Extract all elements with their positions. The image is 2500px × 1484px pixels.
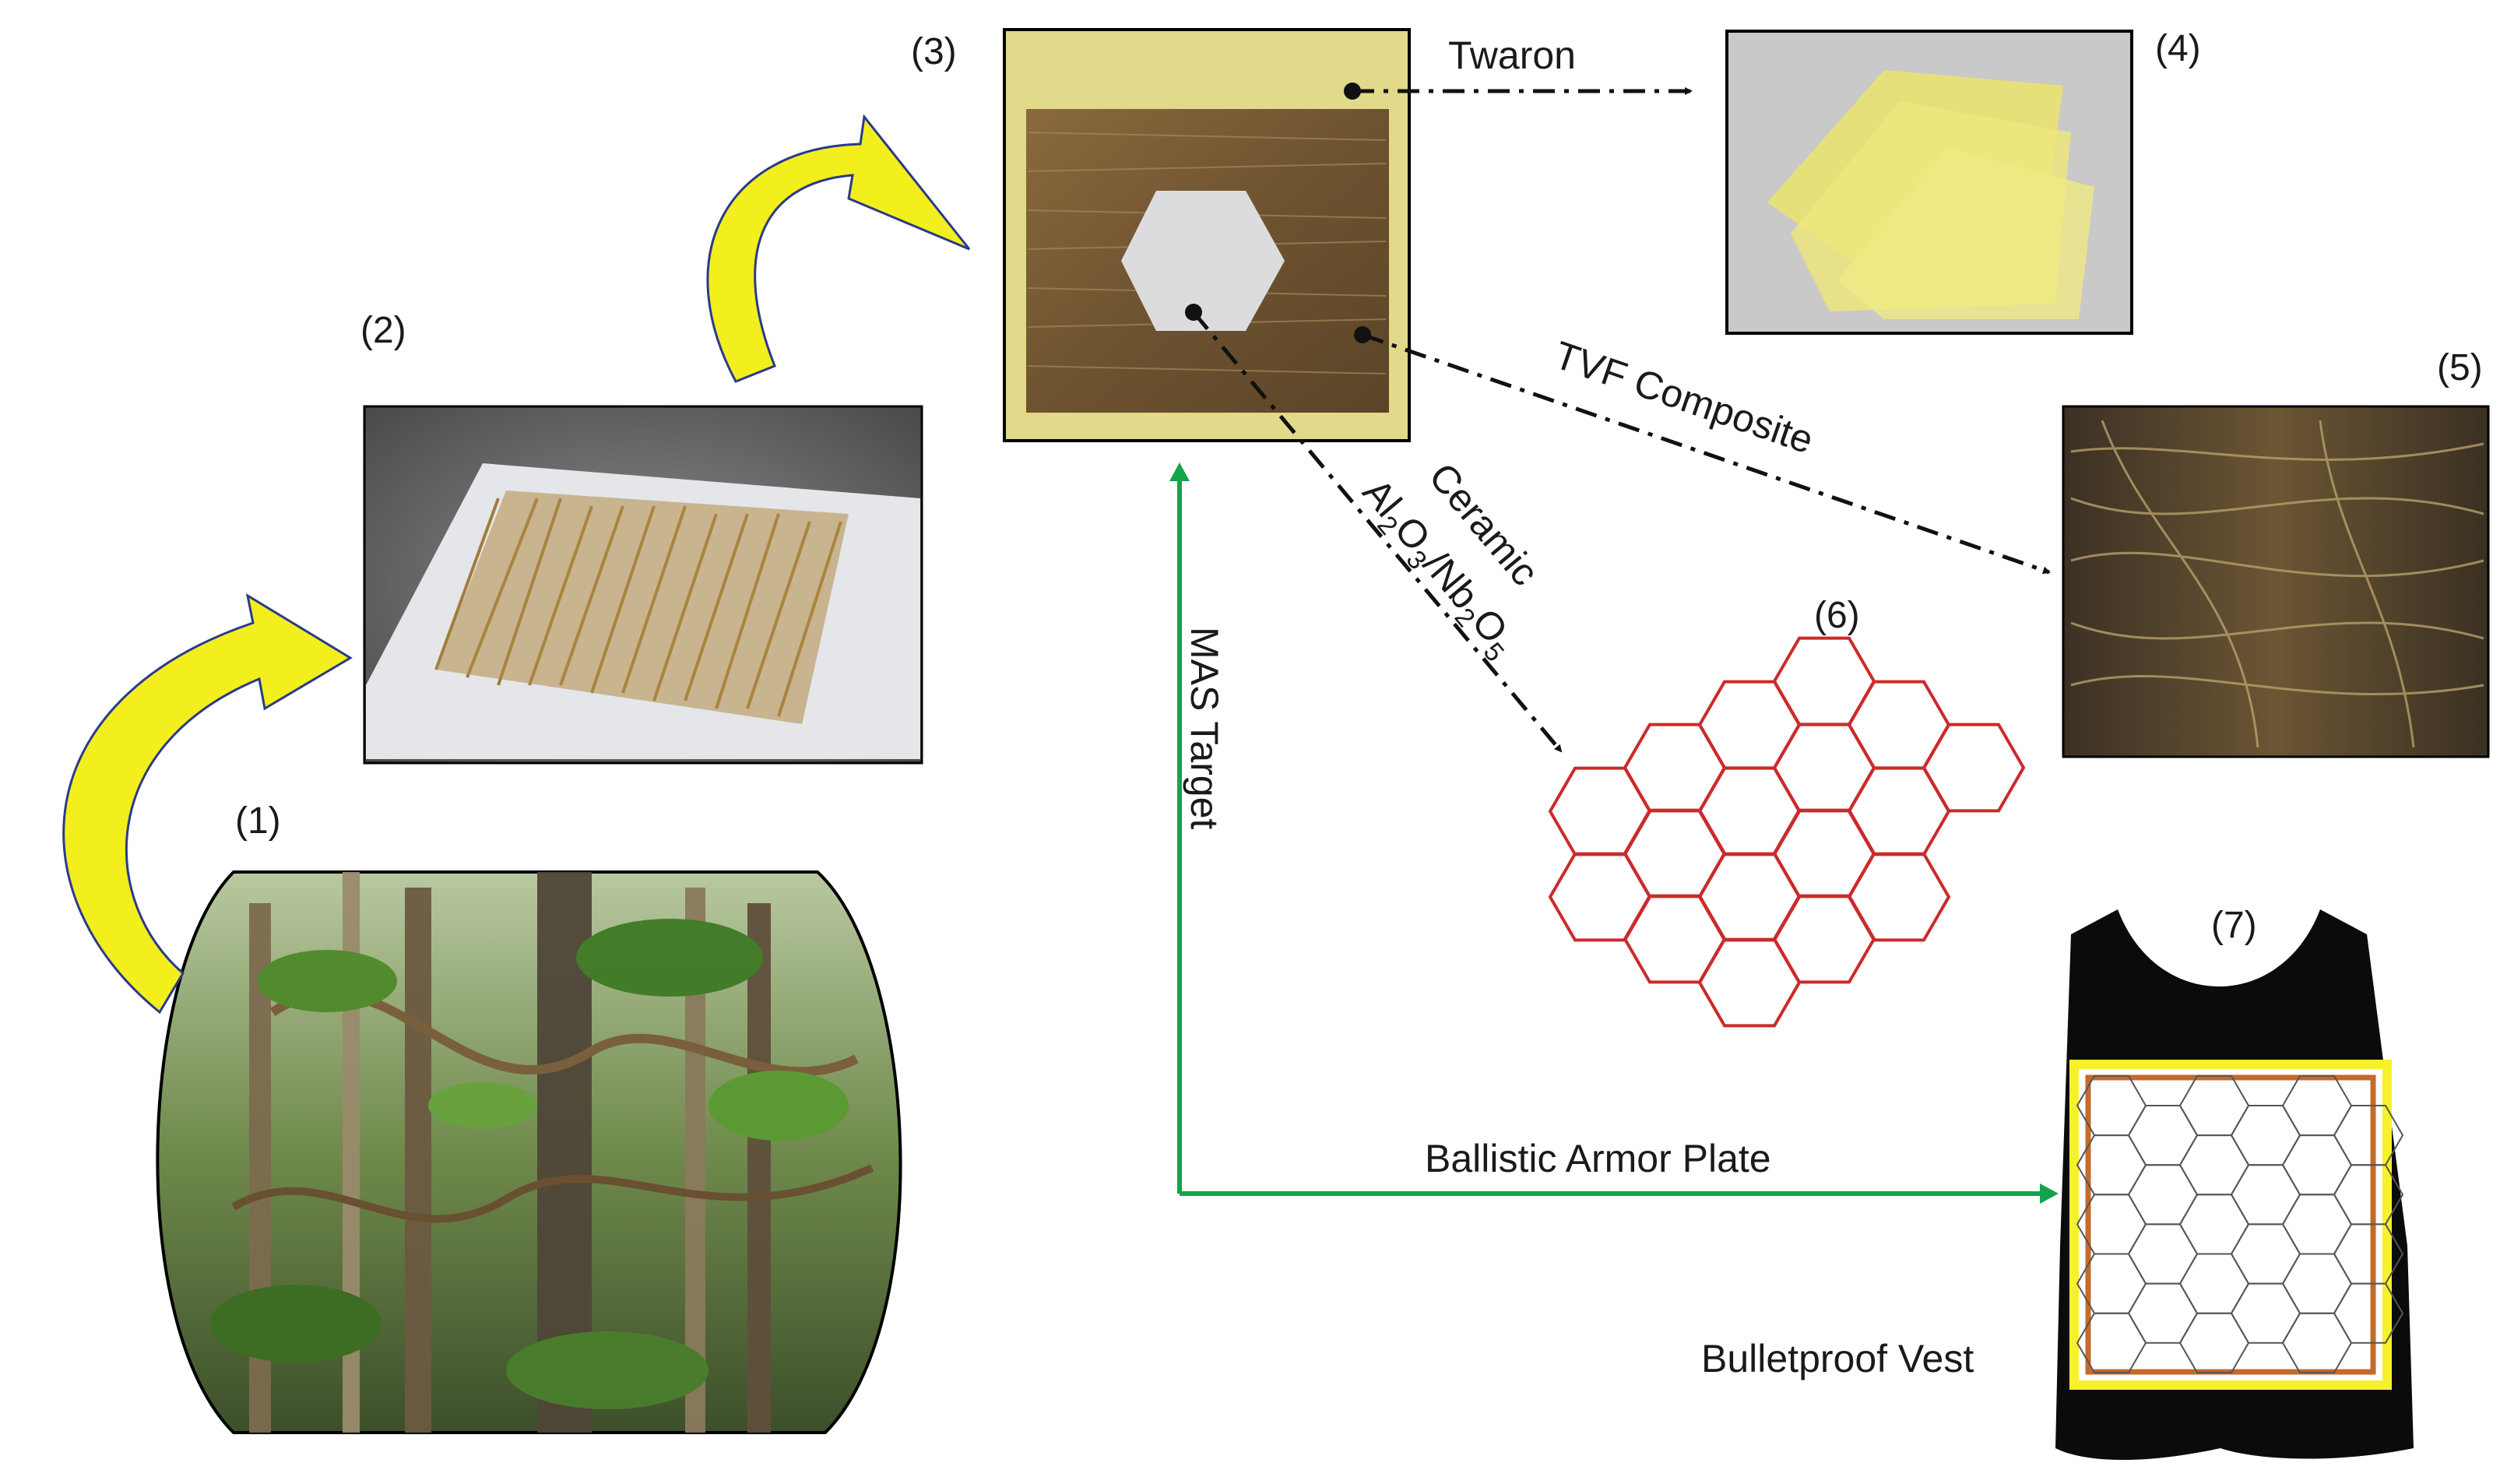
label-1: (1): [235, 800, 281, 842]
label-5: (5): [2437, 347, 2483, 389]
hexagon-icon: [1774, 896, 1874, 983]
hexagon-icon: [1924, 725, 2024, 811]
hexagon-icon: [1700, 768, 1799, 855]
twaron-label: Twaron: [1448, 33, 1576, 77]
label-4: (4): [2155, 28, 2201, 69]
bulletproof-vest: [2055, 909, 2414, 1460]
hexagon-icon: [1849, 768, 1949, 855]
hexagon-icon: [1700, 682, 1799, 768]
label-7: (7): [2211, 905, 2257, 946]
ceramic-hexagon-cluster: [1550, 638, 2024, 1026]
tvf-composite-photo: [2063, 406, 2488, 757]
fiber-photo: [364, 406, 922, 763]
ballistic-armor-plate-label: Ballistic Armor Plate: [1425, 1137, 1771, 1180]
curved-arrow-icon: [708, 117, 969, 382]
label-2: (2): [360, 310, 406, 351]
hexagon-icon: [1700, 940, 1799, 1026]
twaron-photo: [1727, 31, 2132, 333]
bulletproof-vest-label: Bulletproof Vest: [1701, 1337, 1974, 1380]
hexagon-icon: [1849, 854, 1949, 941]
hexagon-icon: [1774, 638, 1874, 725]
mas-target-label: MAS Target: [1183, 627, 1226, 829]
tvf-composite-label: TVF Composite: [1549, 332, 1819, 462]
hexagon-icon: [1550, 768, 1650, 855]
hexagon-icon: [1550, 854, 1650, 941]
label-6: (6): [1814, 595, 1860, 636]
hexagon-icon: [1625, 896, 1725, 983]
label-3: (3): [911, 31, 957, 72]
hexagon-icon: [1625, 725, 1725, 811]
hexagon-icon: [1774, 725, 1874, 811]
hexagon-icon: [1700, 854, 1799, 941]
hexagon-icon: [1774, 811, 1874, 897]
dash-dot-arrow-icon: [1354, 326, 2049, 572]
hexagon-icon: [1849, 682, 1949, 768]
green-arrow-icon: [1169, 462, 2059, 1204]
forest-photo: [157, 872, 900, 1448]
hexagon-icon: [1625, 811, 1725, 897]
